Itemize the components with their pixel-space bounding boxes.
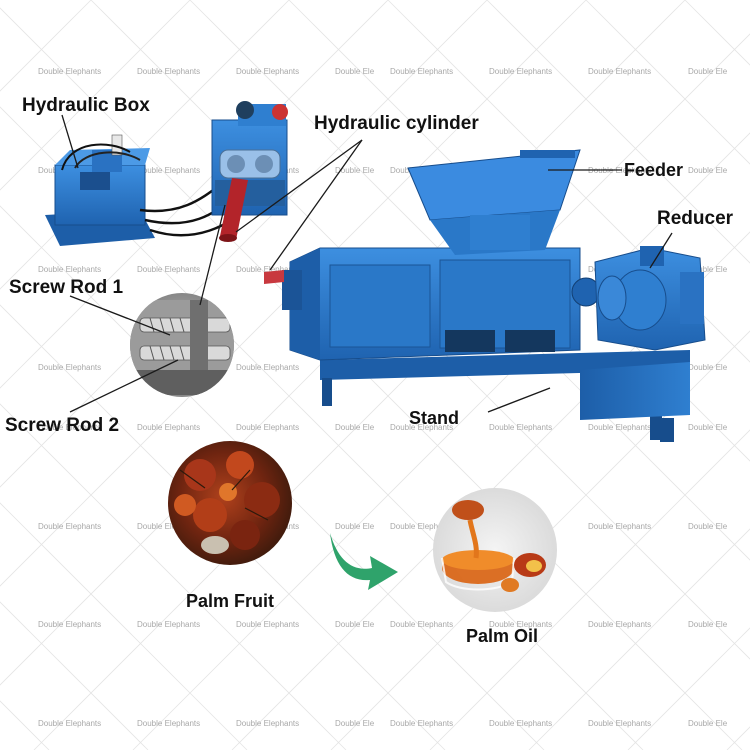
leader-screw-rod-2: [69, 359, 179, 413]
leader-reducer: [649, 232, 673, 269]
watermark-text: Double Elephants: [137, 423, 201, 432]
hydraulic-cylinder-rod: [219, 178, 248, 242]
watermark-text: Double Elephants: [588, 620, 652, 629]
watermark-text: Double Ele: [335, 166, 375, 175]
watermark-text: Double Elephants: [137, 620, 201, 629]
label-reducer: Reducer: [657, 208, 734, 229]
watermark-text: Double Elephants: [390, 67, 454, 76]
watermark-text: Double Elephants: [390, 719, 454, 728]
leader-hydraulic-box: [61, 114, 79, 169]
watermark-text: Double Elephants: [137, 265, 201, 274]
watermark-text: Double Elephants: [489, 719, 553, 728]
label-palm-fruit: Palm Fruit: [186, 591, 275, 611]
watermark-text: Double Elephants: [588, 423, 652, 432]
leader-hydraulic-cylinder-b: [269, 139, 363, 271]
watermark-text: Double Ele: [688, 423, 728, 432]
watermark-text: Double Ele: [688, 67, 728, 76]
watermark-text: Double Elephants: [489, 423, 553, 432]
watermark-text: Double Elephants: [588, 719, 652, 728]
watermark-text: Double Elephants: [588, 67, 652, 76]
watermark-text: Double Elephants: [236, 363, 300, 372]
watermark-text: Double Elephants: [236, 620, 300, 629]
watermark-text: Double Elephants: [137, 719, 201, 728]
label-stand: Stand: [409, 408, 460, 428]
hydraulic-box: [45, 134, 155, 246]
watermark-text: Double Elephants: [489, 67, 553, 76]
watermark-text: Double Elephants: [38, 363, 102, 372]
palm-oil-image: [433, 488, 557, 612]
label-screw-rod-2: Screw Rod 2: [5, 415, 120, 436]
screw-rod-closeup: [130, 293, 234, 397]
leader-screw-rod-1: [69, 295, 171, 336]
label-palm-oil: Palm Oil: [466, 626, 539, 646]
watermark-text: Double Elephants: [236, 265, 300, 274]
watermark-text: Double Ele: [335, 67, 375, 76]
watermark-text: Double Elephants: [38, 265, 102, 274]
watermark-text: Double Ele: [335, 620, 375, 629]
label-hydraulic-box: Hydraulic Box: [22, 95, 150, 116]
watermark-text: Double Elephants: [38, 67, 102, 76]
watermark-text: Double Ele: [335, 522, 375, 531]
leader-lines: [61, 114, 673, 413]
watermark-text: Double Elephants: [236, 423, 300, 432]
watermark-text: Double Ele: [688, 363, 728, 372]
label-hydraulic-cylinder: Hydraulic cylinder: [314, 113, 479, 134]
palm-fruit-image: [168, 441, 292, 565]
main-press-machine: [264, 149, 706, 442]
watermark-text: Double Ele: [688, 620, 728, 629]
watermark-text: Double Elephants: [236, 719, 300, 728]
watermark-text: Double Ele: [688, 719, 728, 728]
watermark-text: Double Ele: [688, 265, 728, 274]
watermark-text: Double Elephants: [390, 423, 454, 432]
watermark-text: Double Elephants: [38, 719, 102, 728]
watermark-text: Double Ele: [335, 719, 375, 728]
leader-stand: [487, 387, 551, 413]
watermark-text: Double Ele: [688, 166, 728, 175]
watermark-text: Double Ele: [688, 522, 728, 531]
watermark-text: Double Elephants: [38, 423, 102, 432]
watermark-text: Double Elephants: [588, 522, 652, 531]
watermark-text: Double Elephants: [137, 166, 201, 175]
leader-hydraulic-cylinder-a: [235, 139, 363, 233]
label-screw-rod-1: Screw Rod 1: [9, 277, 124, 298]
watermark-text: Double Elephants: [236, 67, 300, 76]
watermark-text: Double Elephants: [390, 620, 454, 629]
watermark-text: Double Elephants: [390, 522, 454, 531]
curved-arrow-icon: [330, 533, 398, 590]
watermark-text: Double Elephants: [137, 522, 201, 531]
hydraulic-press-head: [211, 101, 288, 216]
watermark-text: Double Ele: [335, 423, 375, 432]
watermark-text: Double Elephants: [38, 522, 102, 531]
watermark-text: Double Elephants: [489, 620, 553, 629]
watermark-text: Double Elephants: [137, 67, 201, 76]
label-feeder: Feeder: [624, 160, 684, 180]
leader-screw-rod-1-up: [199, 204, 226, 306]
watermark-text: Double Elephants: [38, 620, 102, 629]
